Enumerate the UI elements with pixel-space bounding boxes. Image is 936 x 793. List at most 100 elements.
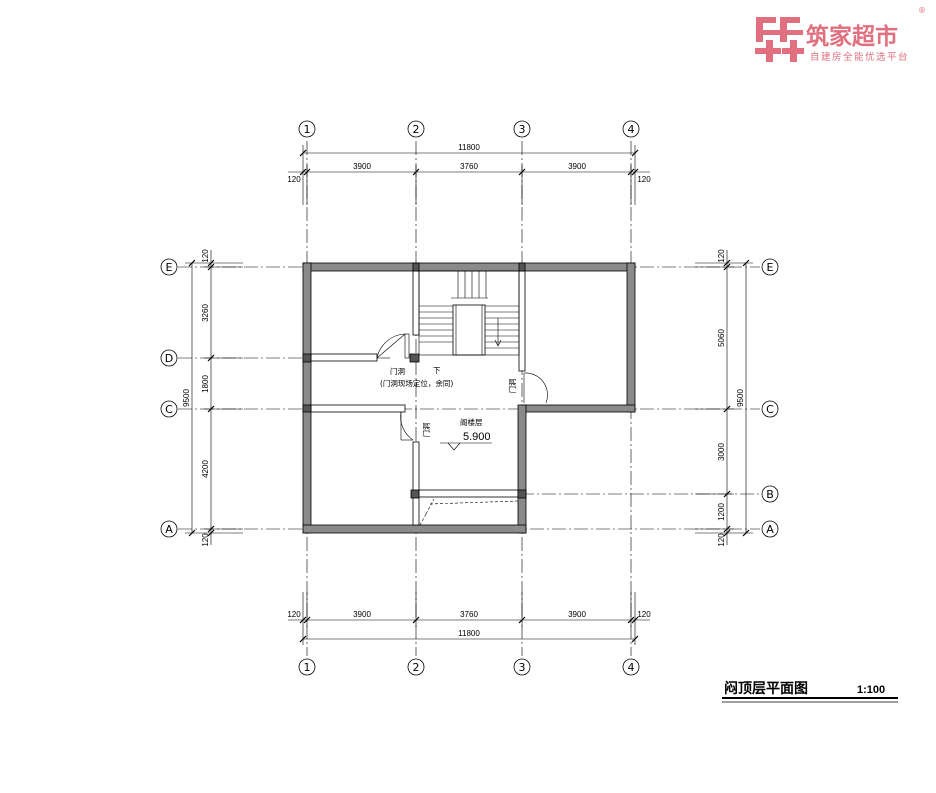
axis-bubbles: 1 2 3 4 1 2 3 4 E D C A E C B A	[160, 120, 779, 676]
dim-left-seg-2: 1800	[201, 375, 210, 393]
title-scale: 1:100	[857, 684, 885, 696]
wall-right-lower	[517, 404, 527, 534]
dim-right-seg-3: 1200	[717, 503, 726, 521]
column-2-mid	[409, 353, 420, 363]
svg-text:D: D	[165, 352, 173, 365]
right-dimensions	[695, 250, 753, 545]
logo-tagline: 自建房全能优选平台	[810, 51, 909, 63]
dim-top-offset-right: 120	[637, 175, 651, 184]
partition-2-upper	[412, 270, 420, 336]
column-2-bottom	[410, 489, 420, 499]
partition-c	[310, 404, 406, 413]
svg-text:4: 4	[628, 661, 635, 674]
column-3-b	[517, 489, 527, 499]
dim-top-bay-2: 3760	[460, 162, 478, 171]
dim-left-offset-top: 120	[201, 249, 210, 263]
dim-top-overall: 11800	[458, 143, 480, 152]
dim-top-bay-3: 3900	[568, 162, 586, 171]
dim-left-seg-1: 3260	[201, 304, 210, 322]
dim-bottom-bay-3: 3900	[568, 610, 586, 619]
axis-bubble-A-left: A	[160, 520, 178, 538]
axis-grid-lines	[178, 141, 760, 656]
axis-bubble-4-bottom: 4	[622, 658, 640, 676]
partition-2-lower	[412, 441, 420, 526]
label-room: 阁楼层	[460, 417, 483, 427]
axis-bubble-E-left: E	[160, 258, 178, 276]
svg-text:B: B	[766, 488, 774, 501]
svg-text:1: 1	[304, 661, 311, 674]
wall-step-c	[521, 404, 636, 413]
svg-text:2: 2	[413, 661, 420, 674]
svg-text:2: 2	[413, 123, 420, 136]
dim-right-seg-2: 3000	[717, 443, 726, 461]
drawing-title: 闷顶层平面图 1:100	[722, 680, 898, 703]
dim-right-offset-top: 120	[717, 249, 726, 263]
axis-bubble-1-top: 1	[298, 120, 316, 138]
svg-text:E: E	[166, 261, 173, 274]
left-dimensions	[185, 250, 243, 545]
dim-top-offset-left: 120	[287, 175, 301, 184]
axis-bubble-3-top: 3	[513, 120, 531, 138]
label-opening-note: (门洞现场定位，余同)	[380, 378, 453, 388]
bottom-dimensions	[288, 592, 650, 645]
svg-text:3: 3	[519, 123, 526, 136]
svg-text:C: C	[165, 403, 173, 416]
logo-registered-mark: ®	[918, 6, 926, 15]
dim-top-bay-1: 3900	[353, 162, 371, 171]
dim-bottom-bay-1: 3900	[353, 610, 371, 619]
axis-bubble-D-left: D	[160, 349, 178, 367]
walls	[302, 262, 636, 534]
axis-bubble-2-bottom: 2	[407, 658, 425, 676]
axis-bubble-3-bottom: 3	[513, 658, 531, 676]
column-3-top	[518, 262, 526, 272]
dim-right-overall: 9500	[736, 389, 745, 407]
column-1-d	[302, 353, 312, 363]
dim-left-offset-bottom: 120	[201, 533, 210, 547]
partition-d-left	[310, 353, 378, 362]
wall-right-upper	[626, 262, 636, 413]
column-2-top	[412, 262, 420, 272]
partition-b	[418, 489, 519, 498]
axis-bubble-1-bottom: 1	[298, 658, 316, 676]
label-down: 下	[433, 366, 441, 375]
axis-bubble-E-right: E	[761, 258, 779, 276]
dim-left-overall: 9500	[182, 389, 191, 407]
label-door-b: 门洞	[422, 423, 431, 438]
top-dimensions	[288, 145, 650, 205]
stair	[418, 270, 520, 356]
title-text: 闷顶层平面图	[724, 680, 808, 697]
label-opening: 门洞	[390, 367, 405, 376]
svg-text:A: A	[165, 523, 173, 536]
axis-bubble-4-top: 4	[622, 120, 640, 138]
svg-text:4: 4	[628, 123, 635, 136]
axis-bubble-2-top: 2	[407, 120, 425, 138]
dim-bottom-offset-right: 120	[637, 610, 651, 619]
label-elevation: 5.900	[463, 431, 491, 443]
svg-text:A: A	[766, 523, 774, 536]
logo-mark-icon	[755, 17, 804, 62]
svg-text:1: 1	[304, 123, 311, 136]
dim-right-offset-bottom: 120	[717, 533, 726, 547]
dim-bottom-overall: 11800	[458, 629, 480, 638]
axis-bubble-A-right: A	[761, 520, 779, 538]
dim-bottom-offset-left: 120	[287, 610, 301, 619]
partition-3-stair	[518, 270, 526, 372]
brand-logo: 筑家超市 ® 自建房全能优选平台	[755, 6, 926, 63]
dim-right-seg-1: 5060	[717, 329, 726, 347]
svg-text:E: E	[767, 261, 774, 274]
column-1-c	[302, 404, 312, 413]
dim-left-seg-3: 4200	[201, 460, 210, 478]
svg-text:3: 3	[519, 661, 526, 674]
wall-top	[302, 262, 636, 272]
logo-brand-text: 筑家超市	[806, 23, 898, 50]
label-door-a: 门洞	[508, 379, 517, 394]
doors	[376, 333, 548, 526]
axis-bubble-B-right: B	[761, 485, 779, 503]
elevation-marker-icon	[440, 442, 492, 451]
wall-left	[302, 262, 312, 534]
dim-bottom-bay-2: 3760	[460, 610, 478, 619]
wall-bottom	[302, 524, 527, 534]
axis-bubble-C-right: C	[761, 400, 779, 418]
axis-bubble-C-left: C	[160, 400, 178, 418]
